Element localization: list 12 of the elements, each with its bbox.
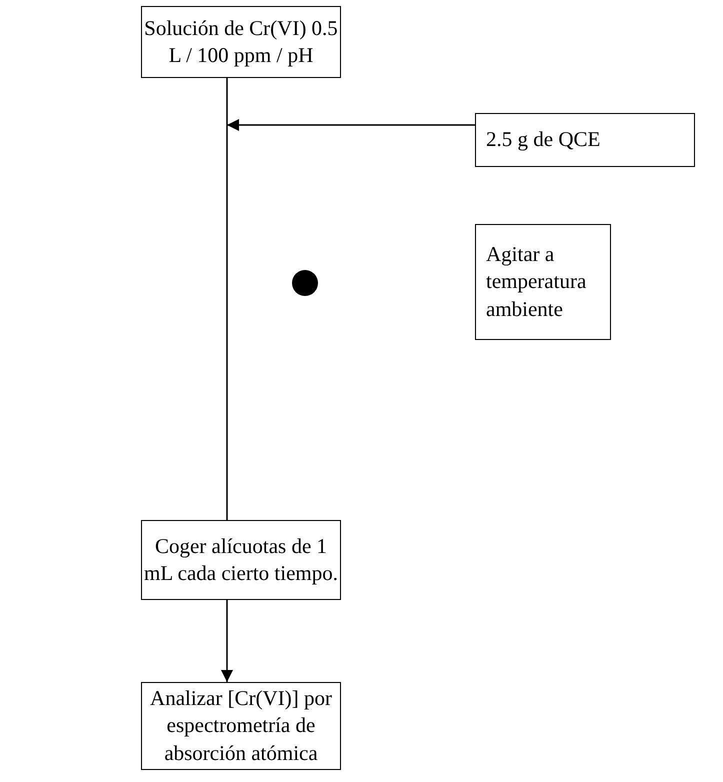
connector-line — [226, 78, 228, 520]
box-text: Coger alícuotas de 1 mL cada cierto tiempo. — [143, 532, 339, 587]
process-box — [141, 6, 341, 78]
box-text: Agitar a temperatura ambiente — [486, 241, 588, 323]
arrow — [227, 119, 475, 131]
box-text: Solución de Cr(VI) 0.5 L / 100 ppm / pH — [143, 14, 339, 69]
arrow — [221, 600, 233, 682]
process-box — [475, 224, 611, 340]
box-text: 2.5 g de QCE — [486, 126, 600, 154]
process-box — [141, 520, 341, 600]
process-box — [475, 113, 695, 167]
box-text: Analizar [Cr(VI)] por espectrometría de absorción atómica — [149, 685, 333, 767]
